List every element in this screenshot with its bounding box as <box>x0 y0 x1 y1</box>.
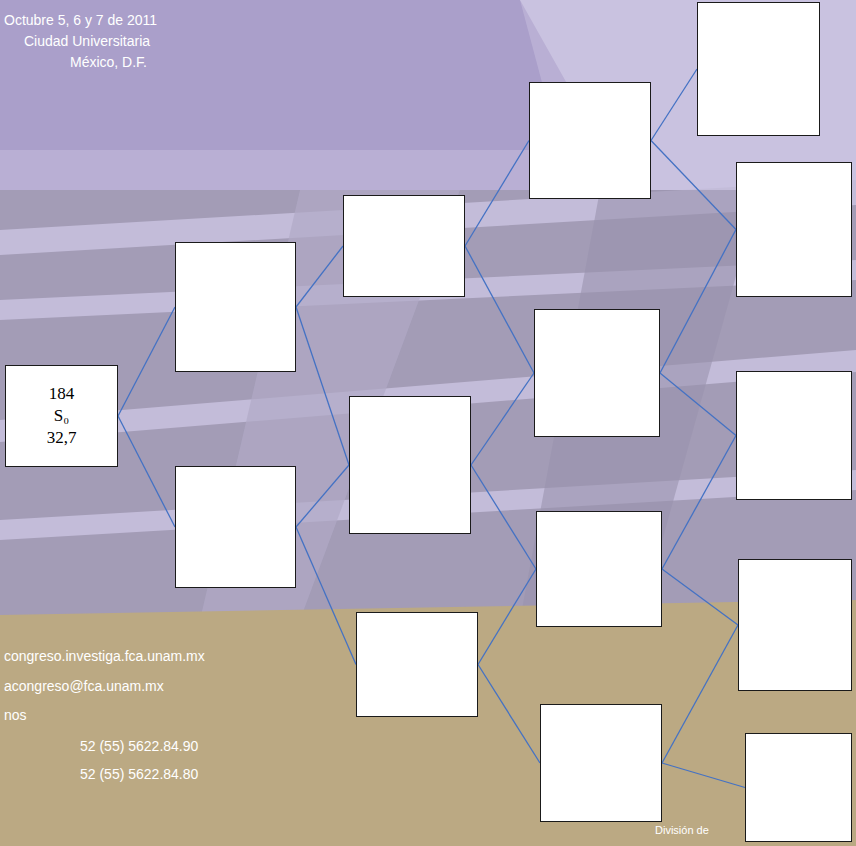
tree-branch <box>478 665 540 764</box>
tree-branch <box>296 465 349 527</box>
poster-label: México, D.F. <box>70 54 147 70</box>
node-text: 184 <box>49 383 75 405</box>
root-price-box: 184S₀32,7 <box>5 365 118 467</box>
tree-branch <box>296 246 343 307</box>
tree-node-box <box>529 82 651 199</box>
tree-branch <box>651 69 697 141</box>
tree-branch <box>662 569 738 625</box>
tree-branch <box>118 307 175 416</box>
poster-label: acongreso@fca.unam.mx <box>4 678 164 694</box>
tree-node-box <box>738 559 852 691</box>
tree-node-box <box>175 242 296 372</box>
tree-branch <box>660 230 736 374</box>
tree-node-box <box>534 309 660 437</box>
node-text: 32,7 <box>47 427 77 449</box>
tree-branch <box>662 436 736 570</box>
tree-branch <box>662 625 738 763</box>
tree-branch <box>118 416 175 527</box>
tree-node-box <box>343 195 465 297</box>
tree-node-box <box>736 162 852 297</box>
tree-node-box <box>356 612 478 717</box>
tree-node-box <box>736 371 852 500</box>
tree-branch <box>465 141 529 247</box>
tree-branch <box>478 569 536 665</box>
tree-branch <box>465 246 534 373</box>
poster-label: Octubre 5, 6 y 7 de 2011 <box>4 12 157 28</box>
poster-label: nos <box>4 707 27 723</box>
tree-node-box <box>540 704 662 822</box>
node-text: S₀ <box>54 405 69 427</box>
tree-branch <box>651 141 736 230</box>
tree-branch <box>296 527 356 665</box>
tree-node-box <box>536 511 662 627</box>
poster-label: Ciudad Universitaria <box>24 33 150 49</box>
tree-node-box <box>697 2 820 136</box>
tree-branch <box>471 373 534 465</box>
tree-node-box <box>349 396 471 534</box>
tree-branch <box>296 307 349 465</box>
tree-branch <box>662 763 745 788</box>
tree-branch <box>660 373 736 436</box>
tree-node-box <box>175 466 296 588</box>
poster-label: División de <box>655 824 709 836</box>
poster-label: 52 (55) 5622.84.90 <box>80 738 198 754</box>
tree-node-box <box>745 733 852 842</box>
tree-branch <box>471 465 536 569</box>
poster-label: congreso.investiga.fca.unam.mx <box>4 648 205 664</box>
poster-label: 52 (55) 5622.84.80 <box>80 766 198 782</box>
